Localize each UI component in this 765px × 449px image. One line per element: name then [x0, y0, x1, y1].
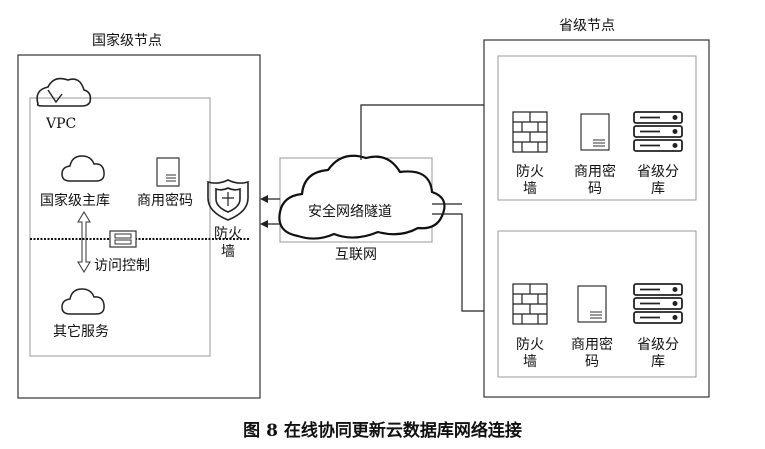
provincial-db-label-1a: 省级分	[637, 164, 679, 180]
provincial-crypto-label-1a: 商用密	[574, 164, 616, 180]
arrow-to-national-1	[260, 195, 280, 203]
national-firewall-shield-icon	[207, 179, 249, 221]
vpc-cloud-icon	[36, 77, 92, 107]
national-node-title: 国家级节点	[92, 33, 162, 49]
provincial-firewall-label-1b: 墙	[523, 181, 537, 197]
provincial-crypto-label-2b: 码	[585, 354, 599, 370]
link-internet-to-bottom	[432, 213, 484, 312]
national-crypto-icon	[156, 157, 180, 187]
figure-caption: 图 8 在线协同更新云数据库网络连接	[243, 421, 522, 441]
provincial-firewall-label-2a: 防火	[516, 337, 544, 353]
national-firewall-label-line2: 墙	[221, 244, 235, 260]
other-services-label: 其它服务	[53, 324, 109, 340]
provincial-crypto-icon-1	[580, 113, 610, 151]
provincial-db-label-2a: 省级分	[637, 337, 679, 353]
provincial-db-server-icon-2	[633, 283, 683, 324]
arrow-to-national-2	[260, 220, 280, 228]
provincial-node-title: 省级节点	[559, 18, 615, 34]
provincial-group-1-box	[497, 55, 697, 201]
vpc-box	[29, 97, 211, 357]
link-internet-to-top	[360, 104, 484, 160]
provincial-db-server-icon-1	[633, 111, 683, 152]
provincial-node-box	[483, 39, 710, 398]
provincial-firewall-icon-1	[512, 111, 548, 153]
national-crypto-label: 商用密码	[137, 193, 193, 209]
provincial-crypto-icon-2	[577, 285, 607, 323]
national-firewall-label-line1: 防火	[214, 226, 242, 242]
main-db-label: 国家级主库	[40, 193, 110, 209]
secure-tunnel-label: 安全网络隧道	[308, 204, 392, 220]
provincial-crypto-label-2a: 商用密	[571, 337, 613, 353]
national-node-box	[17, 54, 261, 399]
provincial-crypto-label-1b: 码	[588, 181, 602, 197]
access-control-label: 访问控制	[94, 258, 150, 274]
provincial-db-label-1b: 库	[651, 181, 665, 197]
provincial-db-label-2b: 库	[651, 354, 665, 370]
vpc-label: VPC	[46, 116, 77, 132]
other-services-cloud-icon	[61, 288, 105, 315]
secure-tunnel-cloud	[278, 154, 446, 240]
access-control-device-icon	[109, 230, 137, 248]
provincial-firewall-label-1a: 防火	[516, 164, 544, 180]
provincial-firewall-icon-2	[512, 283, 548, 325]
provincial-firewall-label-2b: 墙	[523, 354, 537, 370]
provincial-group-2-box	[497, 230, 697, 378]
internet-label: 互联网	[335, 247, 377, 263]
main-db-cloud-icon	[61, 155, 105, 182]
access-control-arrow	[77, 211, 91, 273]
